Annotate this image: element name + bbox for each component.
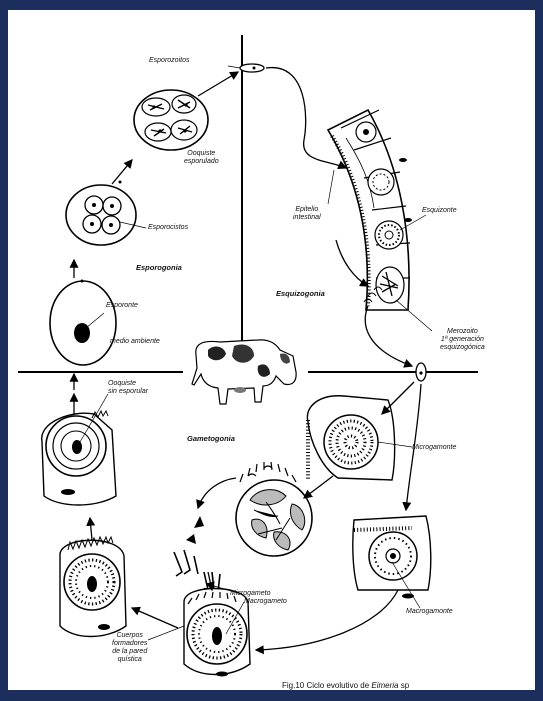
sporozoite-free [240,64,264,72]
label-macrogamonte: Macrogamonte [406,608,453,616]
label-esquizonte: Esquizonte [422,207,457,215]
label-esporozoitos: Esporozoitos [149,57,189,65]
label-microgameto: Microgameto [230,590,270,598]
oocyst-with-sporocysts [66,181,136,246]
label-esporonte: Esporonte [106,302,138,310]
figure-panel: Esporozoitos Ooquiste esporulado Esporoc… [8,10,535,690]
label-esporocistos: Esporocistos [148,224,188,232]
sporulated-oocyst [134,90,208,150]
caption-genus: Eimeria [371,681,398,690]
zygote-cell [60,537,126,637]
microgamont-cell [307,396,394,480]
unsporulated-oocyst-cell [42,411,116,505]
mature-microgamont [236,462,312,556]
label-cuerpos-formadores: Cuerpos formadores de la pared quística [112,632,147,664]
sporont-oocyst [50,280,116,366]
label-microgamonte: Microgamonte [412,444,456,452]
cow-illustration [192,340,296,404]
label-macrogameto: Macrogameto [244,598,287,606]
label-ooquiste-esporulado: Ooquiste esporulado [184,150,219,166]
label-epitelio-intestinal: Epitelio intestinal [293,206,321,222]
label-esquizogonia: Esquizogonia [276,290,325,298]
label-ooquiste-sin-esporular: Ooquiste sin esporular [108,380,148,396]
macrogamete-cell [184,589,250,677]
intestinal-epithelium [328,110,412,310]
label-merozoito: Merozoito 1ª generación esquizogónica [440,328,485,352]
label-gametogonia: Gametogonia [187,435,235,443]
figure-caption: Fig.10 Ciclo evolutivo de Eimeria sp [282,681,409,690]
microgametes [174,516,222,594]
macrogamont-cell [353,516,431,599]
merozoite [416,363,426,381]
caption-suffix: sp [399,681,410,690]
label-medio-ambiente: medio ambiente [110,338,160,346]
caption-prefix: Fig.10 Ciclo evolutivo de [282,681,371,690]
label-esporogonia: Esporogonia [136,264,182,272]
